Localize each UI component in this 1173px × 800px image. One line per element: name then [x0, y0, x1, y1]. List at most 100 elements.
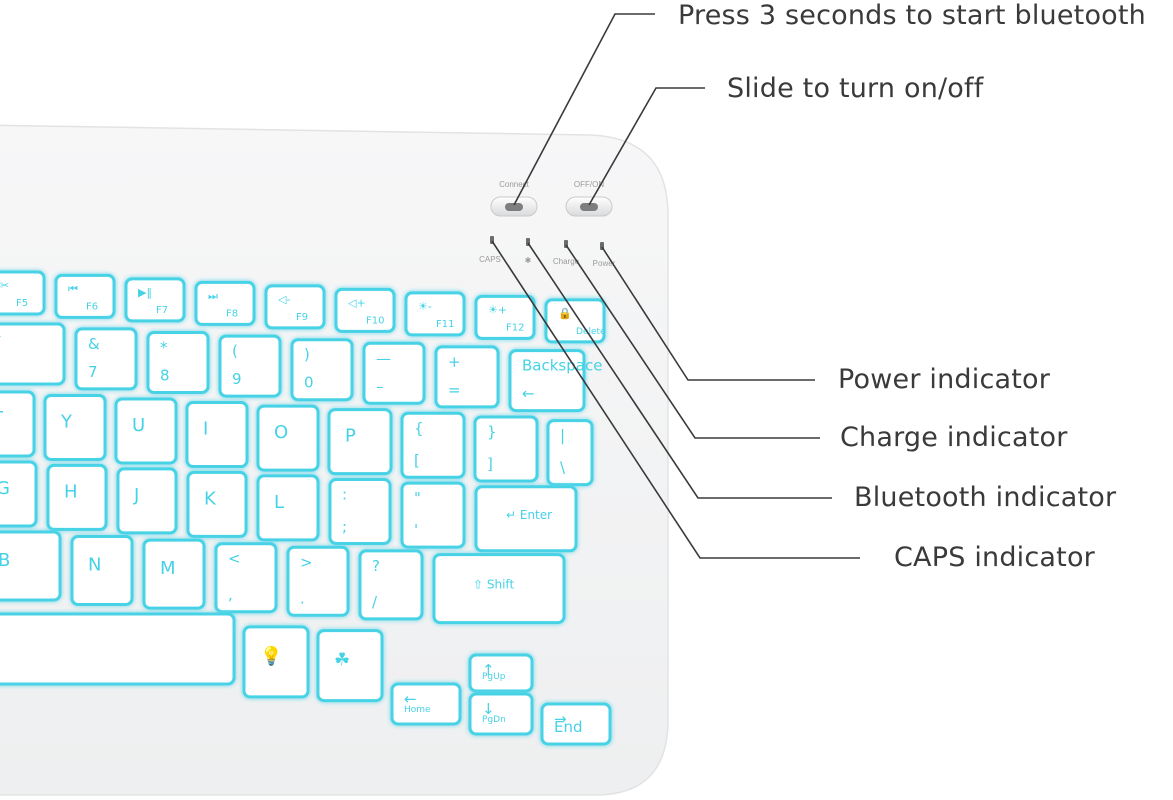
key-6-1[interactable] — [0, 612, 236, 686]
key-legend: T — [0, 408, 4, 429]
key-2-6[interactable]: —– — [362, 341, 426, 405]
connect-control[interactable]: Connect — [490, 180, 538, 217]
key-legend: H — [64, 481, 78, 502]
key-legend-top: > — [300, 553, 313, 571]
key-cap — [327, 408, 393, 476]
key-legend-bottom: \ — [560, 459, 566, 477]
key-cap — [473, 415, 539, 483]
key-legend: Y — [60, 411, 73, 432]
callout-power-indicator: Power indicator — [838, 364, 1051, 395]
key-3-6[interactable]: P — [327, 408, 393, 476]
leader-bluetooth-indicator — [527, 242, 832, 499]
key-1-5[interactable]: ◁-F9 — [264, 284, 326, 330]
key-4-5[interactable]: L — [256, 474, 320, 542]
key-legend-bottom: – — [376, 377, 384, 395]
key-2-8[interactable]: Backspace← — [508, 349, 602, 413]
key-cap — [214, 542, 278, 614]
key-1-9[interactable]: 🔒 Delete — [544, 298, 606, 344]
key-4-7[interactable]: "' — [400, 481, 466, 549]
key-legend-top: ? — [372, 557, 380, 575]
key-legend: J — [133, 485, 139, 506]
led-label-charge: Charge — [553, 257, 580, 266]
key-4-6[interactable]: :; — [328, 478, 392, 545]
key-legend-top: ◁- — [278, 293, 290, 306]
key-legend: ↵ Enter — [506, 508, 552, 522]
key-5-7[interactable]: ⇧ Shift — [432, 553, 566, 625]
key-1-8[interactable]: ☀+ F12 — [474, 294, 536, 340]
key-3-3[interactable]: U — [114, 397, 178, 465]
key-2-5[interactable]: )0 — [290, 338, 354, 402]
key-4-3[interactable]: J — [116, 467, 178, 535]
key-cap — [334, 287, 396, 333]
key-1-3[interactable]: ▶‖F7 — [124, 277, 186, 323]
key-cap — [358, 549, 424, 621]
key-legend-top: | — [560, 427, 565, 445]
key-legend-bottom: ; — [342, 518, 347, 536]
key-5-6[interactable]: ?/ — [358, 549, 424, 621]
power-switch-knob — [580, 203, 598, 211]
power-switch[interactable]: OFF/ON — [565, 180, 613, 217]
key-legend-top: ⏭ — [208, 289, 218, 302]
key-cap — [316, 629, 384, 703]
key-cap — [400, 411, 466, 479]
key-4-1[interactable]: G — [0, 460, 38, 528]
key-cap — [432, 553, 566, 625]
key-cap — [194, 280, 256, 326]
key-5-1[interactable]: B — [0, 530, 62, 602]
key-legend-top: { — [414, 419, 424, 437]
key-2-3[interactable]: *8 — [146, 331, 210, 394]
key-6-4[interactable]: ←Home — [390, 682, 462, 726]
key-5-4[interactable]: <, — [214, 542, 278, 614]
key-2-4[interactable]: (9 — [218, 334, 282, 398]
key-3-2[interactable]: Y — [43, 393, 107, 461]
key-2-1[interactable]: ^6 — [0, 322, 66, 386]
key-legend-bottom: PgUp — [482, 672, 506, 682]
key-6-3[interactable]: ☘ — [316, 629, 384, 703]
key-legend-bottom: Delete — [576, 327, 606, 337]
key-5-3[interactable]: M — [142, 538, 206, 610]
key-3-5[interactable]: O — [256, 404, 320, 472]
key-2-2[interactable]: &7 — [74, 327, 138, 391]
key-cap — [0, 390, 36, 458]
key-legend: G — [0, 478, 10, 499]
key-1-2[interactable]: ⏮F6 — [54, 273, 116, 319]
key-6-5[interactable]: ↑PgUp — [468, 653, 534, 693]
key-2-7[interactable]: += — [434, 345, 500, 409]
key-3-9[interactable]: |\ — [546, 419, 594, 487]
key-legend-top: ☀+ — [488, 303, 507, 316]
key-cap — [290, 338, 354, 402]
key-3-1[interactable]: T — [0, 390, 36, 458]
key-legend-top: — — [376, 349, 391, 367]
key-legend-bottom: F10 — [366, 315, 384, 326]
key-3-4[interactable]: I — [185, 401, 249, 469]
key-6-2[interactable]: 💡 — [242, 625, 310, 699]
key-6-7[interactable]: →End — [540, 702, 612, 746]
key-cap — [146, 331, 210, 394]
key-cap — [114, 397, 178, 465]
key-4-4[interactable]: K — [186, 470, 248, 538]
key-legend: M — [160, 558, 176, 579]
key-cap — [546, 419, 594, 487]
key-cap — [540, 702, 612, 746]
key-1-4[interactable]: ⏭F8 — [194, 280, 256, 326]
key-1-6[interactable]: ◁+F10 — [334, 287, 396, 333]
key-legend-bottom: F5 — [16, 298, 28, 309]
key-5-2[interactable]: N — [70, 535, 134, 606]
key-5-5[interactable]: >. — [286, 545, 350, 617]
key-3-8[interactable]: }] — [473, 415, 539, 483]
key-1-1[interactable]: ✂F5 — [0, 270, 46, 316]
key-cap — [124, 277, 186, 323]
key-6-6[interactable]: ↓PgDn — [468, 692, 534, 736]
key-cap — [43, 393, 107, 461]
key-legend-top: * — [160, 339, 168, 357]
key-4-2[interactable]: H — [46, 463, 108, 531]
key-legend-top: ^ — [0, 330, 3, 348]
key-1-7[interactable]: ☀-F11 — [404, 291, 466, 337]
key-cap — [474, 485, 578, 553]
key-legend-top: ↓ — [482, 700, 495, 718]
key-3-7[interactable]: {[ — [400, 411, 466, 479]
key-legend-top: 🔒 — [558, 307, 572, 320]
key-4-8[interactable]: ↵ Enter — [474, 485, 578, 553]
key-cap — [218, 334, 282, 398]
key-legend-bottom: F12 — [506, 322, 524, 333]
